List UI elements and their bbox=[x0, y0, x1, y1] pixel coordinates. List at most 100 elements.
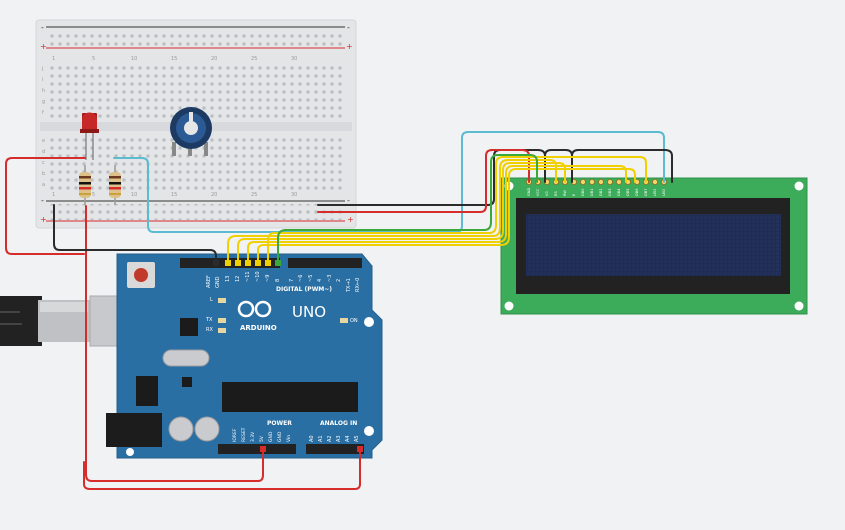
svg-text:25: 25 bbox=[251, 56, 257, 62]
svg-text:VCC: VCC bbox=[536, 188, 540, 196]
arduino-logo: ARDUINO UNO bbox=[237, 300, 326, 332]
svg-text:A0: A0 bbox=[309, 435, 315, 442]
svg-text:30: 30 bbox=[291, 56, 297, 62]
regulator bbox=[136, 376, 158, 406]
svg-text:1: 1 bbox=[52, 56, 55, 62]
power-pin-labels: IOREF RESET 3.3V 5V GND GND Vin bbox=[232, 427, 292, 442]
svg-text:a: a bbox=[42, 182, 45, 188]
svg-text:DB6: DB6 bbox=[635, 188, 639, 196]
rail-minus-label-bottom: - bbox=[41, 196, 44, 205]
svg-text:DB4: DB4 bbox=[617, 188, 621, 196]
svg-text:~6: ~6 bbox=[298, 275, 304, 282]
model-label: UNO bbox=[292, 303, 326, 321]
resistor-1[interactable] bbox=[79, 165, 91, 205]
svg-text:TX→1: TX→1 bbox=[346, 278, 352, 293]
led-rx bbox=[218, 328, 226, 333]
rail-plus-label-bottom-right: + bbox=[347, 215, 354, 224]
analog-header bbox=[306, 444, 364, 454]
rail-plus-label-right: + bbox=[346, 42, 353, 51]
svg-text:Vin: Vin bbox=[286, 435, 292, 442]
rail-plus-label-bottom: + bbox=[40, 215, 47, 224]
svg-text:E: E bbox=[572, 193, 576, 196]
svg-text:~3: ~3 bbox=[327, 275, 333, 282]
rail-minus-label-bottom-right: - bbox=[347, 196, 350, 205]
svg-text:A5: A5 bbox=[354, 435, 360, 442]
svg-text:DB1: DB1 bbox=[590, 188, 594, 196]
column-labels: 1 5 10 15 20 25 30 1 5 10 15 20 25 30 bbox=[52, 56, 297, 198]
resistor-2[interactable] bbox=[109, 165, 121, 205]
svg-text:j: j bbox=[41, 66, 43, 72]
rail-minus-label: - bbox=[41, 23, 44, 32]
digital-header-right bbox=[288, 258, 362, 268]
svg-text:20: 20 bbox=[211, 56, 217, 62]
potentiometer[interactable] bbox=[170, 107, 212, 156]
lcd-pin-labels: GND VCC V0 RS RW E DB0 DB1 DB2 DB3 DB4 D… bbox=[527, 188, 666, 196]
capacitor-2 bbox=[194, 416, 220, 442]
analog-pin-labels: A0 A1 A2 A3 A4 A5 bbox=[309, 435, 360, 442]
svg-text:30: 30 bbox=[291, 192, 297, 198]
usb-chip bbox=[180, 318, 198, 336]
svg-text:25: 25 bbox=[251, 192, 257, 198]
wire-red-lcd-vcc bbox=[317, 149, 530, 213]
svg-text:20: 20 bbox=[211, 192, 217, 198]
svg-text:A1: A1 bbox=[318, 435, 324, 442]
capacitor-1 bbox=[168, 416, 194, 442]
svg-text:A2: A2 bbox=[327, 435, 333, 442]
analog-label: ANALOG IN bbox=[320, 420, 357, 427]
svg-text:c: c bbox=[42, 160, 45, 166]
wire-yellow-rs bbox=[227, 159, 557, 264]
svg-text:5V: 5V bbox=[259, 435, 265, 442]
svg-text:~10: ~10 bbox=[255, 271, 261, 282]
svg-text:15: 15 bbox=[171, 56, 177, 62]
svg-text:5: 5 bbox=[92, 192, 95, 198]
led-l bbox=[218, 298, 226, 303]
svg-text:GND: GND bbox=[215, 276, 221, 288]
svg-text:1: 1 bbox=[52, 192, 55, 198]
svg-text:15: 15 bbox=[171, 192, 177, 198]
brand-label: ARDUINO bbox=[240, 324, 277, 332]
wire-black-gnd bbox=[53, 204, 217, 264]
wire-black-lcd-led bbox=[571, 149, 673, 183]
atmega-chip bbox=[222, 382, 358, 412]
arduino-uno-board[interactable]: L TX RX ON ARDUINO UNO DIGITAL (PWM~) PO… bbox=[106, 253, 383, 459]
digital-pin-labels: AREF GND 13 12 ~11 ~10 ~9 8 7 ~6 ~5 4 ~3… bbox=[206, 271, 361, 293]
wires bbox=[5, 131, 673, 490]
svg-text:4: 4 bbox=[317, 279, 323, 282]
svg-text:3.3V: 3.3V bbox=[250, 431, 256, 442]
svg-text:RESET: RESET bbox=[241, 427, 247, 442]
wire-yellow-db6 bbox=[267, 156, 647, 264]
reset-button-cap[interactable] bbox=[134, 268, 148, 282]
svg-text:~9: ~9 bbox=[265, 275, 271, 282]
svg-text:f: f bbox=[42, 110, 44, 116]
svg-text:RS: RS bbox=[554, 191, 558, 196]
svg-text:AREF: AREF bbox=[206, 275, 212, 288]
svg-text:IOREF: IOREF bbox=[232, 428, 238, 442]
svg-text:10: 10 bbox=[131, 56, 137, 62]
svg-text:V0: V0 bbox=[545, 191, 549, 196]
label-l: L bbox=[210, 297, 213, 303]
svg-text:RW: RW bbox=[563, 190, 567, 196]
svg-text:DB5: DB5 bbox=[626, 188, 630, 196]
svg-text:A3: A3 bbox=[336, 435, 342, 442]
svg-text:5: 5 bbox=[92, 56, 95, 62]
wire-black-lcd-gnd bbox=[317, 149, 546, 206]
svg-text:~5: ~5 bbox=[308, 275, 314, 282]
svg-text:7: 7 bbox=[289, 279, 295, 282]
svg-text:12: 12 bbox=[235, 276, 241, 282]
led-tx bbox=[218, 318, 226, 323]
wire-yellow-e bbox=[237, 162, 566, 264]
label-rx: RX bbox=[206, 327, 213, 333]
svg-text:DB0: DB0 bbox=[581, 188, 585, 196]
power-label: POWER bbox=[267, 420, 292, 427]
svg-text:RX←0: RX←0 bbox=[355, 278, 361, 292]
svg-text:LED: LED bbox=[662, 189, 666, 196]
rail-minus-label-right: - bbox=[347, 23, 350, 32]
label-tx: TX bbox=[205, 317, 213, 323]
svg-text:h: h bbox=[42, 88, 45, 94]
dc-power-jack bbox=[106, 413, 162, 447]
wire-red-a5 bbox=[83, 448, 361, 490]
red-led[interactable] bbox=[80, 112, 99, 161]
lcd-16x2-display[interactable]: GND VCC V0 RS RW E DB0 DB1 DB2 DB3 DB4 D… bbox=[500, 177, 808, 315]
svg-text:g: g bbox=[42, 99, 45, 105]
